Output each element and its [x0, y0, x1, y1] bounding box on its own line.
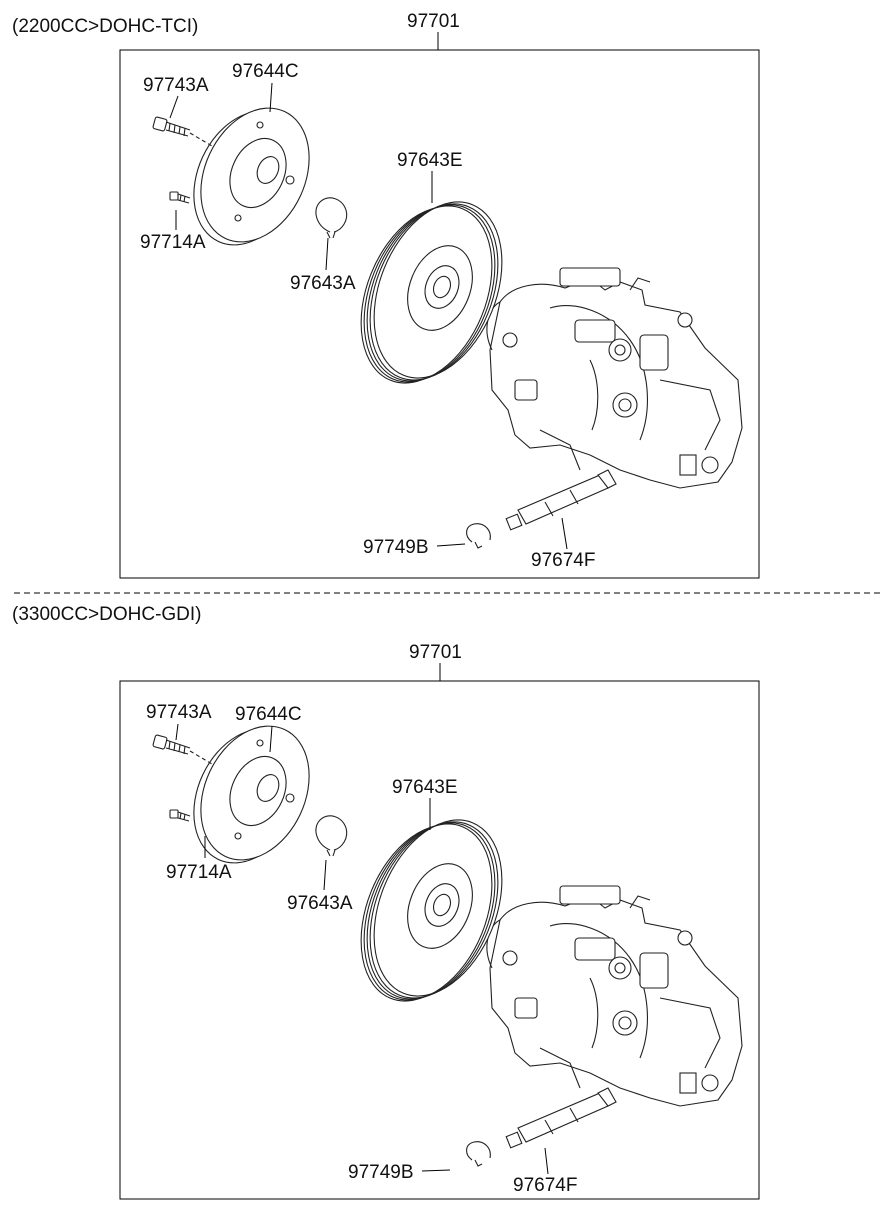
- part-label-pulley: 97643E: [397, 150, 463, 171]
- assembly-frame: [119, 49, 760, 579]
- part-label-clutch-hub: 97644C: [232, 61, 299, 82]
- part-label-valve: 97674F: [531, 550, 595, 571]
- variant-label: (3300CC>DOHC-GDI): [12, 604, 202, 625]
- assembly-frame: [119, 680, 760, 1200]
- part-label-pulley: 97643E: [392, 777, 458, 798]
- part-label-bolt: 97743A: [146, 702, 212, 723]
- part-label-snap-ring: 97643A: [290, 273, 356, 294]
- part-label-snap-ring: 97643A: [287, 893, 353, 914]
- part-label-o-ring: 97749B: [363, 537, 429, 558]
- part-label-small-bolt: 97714A: [166, 862, 232, 883]
- part-label-small-bolt: 97714A: [140, 232, 206, 253]
- section-top: (2200CC>DOHC-TCI) 97701 97743A 97644C 97…: [12, 11, 760, 579]
- part-label-valve: 97674F: [513, 1175, 577, 1196]
- part-label-clutch-hub: 97644C: [235, 704, 302, 725]
- part-label-bolt: 97743A: [143, 75, 209, 96]
- variant-label: (2200CC>DOHC-TCI): [12, 16, 198, 37]
- assembly-number: 97701: [409, 642, 462, 663]
- section-bottom: (3300CC>DOHC-GDI) 97701 97743A 97644C 97…: [12, 604, 760, 1200]
- assembly-number: 97701: [407, 11, 460, 32]
- part-label-o-ring: 97749B: [348, 1162, 414, 1183]
